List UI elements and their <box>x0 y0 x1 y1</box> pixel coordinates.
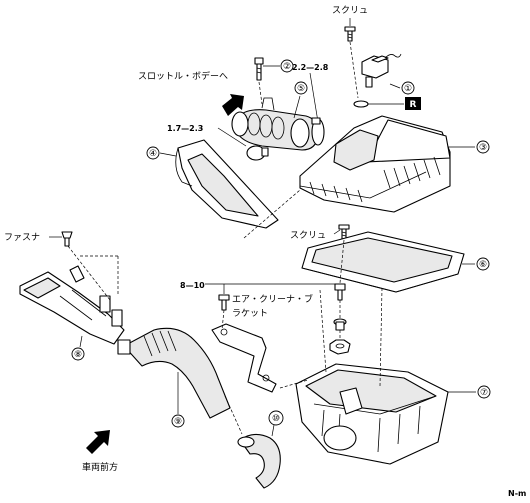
intake-air-temp-sensor <box>361 53 402 89</box>
svg-text:③: ③ <box>479 143 487 153</box>
svg-text:②: ② <box>283 62 291 72</box>
callout-4: ④ <box>146 146 160 160</box>
intake-hose-9 <box>117 327 231 419</box>
intake-elbow-10 <box>237 424 281 489</box>
hose-clamp-a <box>311 117 325 146</box>
callout-7: ⑦ <box>477 385 491 399</box>
grommet <box>333 318 347 331</box>
fresh-air-duct-8 <box>19 265 125 348</box>
nut <box>329 339 351 355</box>
svg-text:④: ④ <box>149 149 157 159</box>
callout-9: ⑨ <box>171 414 185 428</box>
svg-text:⑩: ⑩ <box>272 414 280 424</box>
callout-6: ⑥ <box>476 257 490 271</box>
bracket-label-1: エア・クリーナ・ブ <box>232 293 313 305</box>
svg-text:①: ① <box>404 84 412 94</box>
callout-2: ② <box>280 59 294 73</box>
torque-label-a: 2.2—2.8 <box>292 63 329 72</box>
screw-mid-label: スクリュ <box>290 230 326 241</box>
cleaner-bolt <box>334 283 346 301</box>
throttle-direction-arrow <box>222 94 244 116</box>
svg-text:⑤: ⑤ <box>297 84 305 94</box>
svg-text:⑦: ⑦ <box>480 388 488 398</box>
air-cleaner-bracket <box>211 323 277 393</box>
callout-8: ⑧ <box>71 347 85 361</box>
screw-top-label: スクリュ <box>332 5 368 16</box>
callout-10: ⑩ <box>268 410 284 426</box>
vehicle-front-label: 車両前方 <box>82 461 118 473</box>
top-screw <box>344 18 356 42</box>
svg-text:⑧: ⑧ <box>74 350 82 360</box>
svg-text:⑨: ⑨ <box>174 417 182 427</box>
torque-unit-label: N-m <box>508 489 526 498</box>
hose-clamp-b <box>246 145 269 161</box>
bolt-2 <box>254 57 280 81</box>
air-cleaner-case-7 <box>295 363 476 465</box>
bracket-label-2: ラケット <box>232 308 268 319</box>
torque-label-c: 8—10 <box>180 281 205 290</box>
air-duct-4 <box>159 139 279 229</box>
air-filter-element-6 <box>301 231 475 293</box>
callout-5: ⑤ <box>294 81 308 95</box>
fastener-label: ファスナ <box>4 232 40 243</box>
bracket-bolt <box>218 294 230 311</box>
air-intake-tube-5 <box>231 95 319 151</box>
vehicle-front-arrow <box>86 430 110 454</box>
callout-3: ③ <box>476 140 490 154</box>
assembly-guide-lines <box>67 41 383 435</box>
fastener-clip <box>61 231 73 247</box>
callout-1: ① <box>401 81 415 95</box>
replace-badge: R <box>405 97 421 110</box>
o-ring <box>353 100 369 108</box>
air-cleaner-cover-3 <box>299 115 475 213</box>
torque-label-b: 1.7—2.3 <box>167 124 203 133</box>
to-throttle-label: スロットル・ボデーへ <box>138 70 228 82</box>
svg-text:⑥: ⑥ <box>479 260 487 270</box>
svg-text:R: R <box>410 100 417 110</box>
middle-screw <box>338 224 350 240</box>
